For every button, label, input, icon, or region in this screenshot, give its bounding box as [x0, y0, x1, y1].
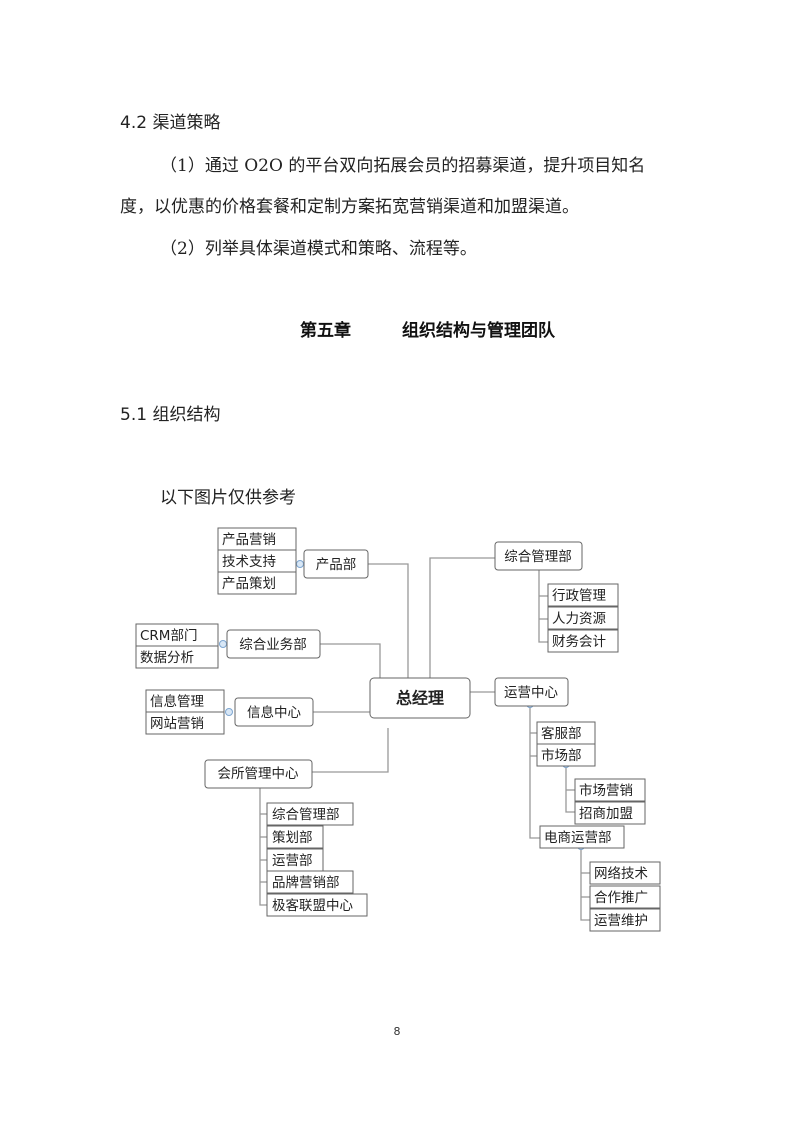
svg-text:产品营销: 产品营销: [222, 532, 276, 548]
svg-text:运营维护: 运营维护: [594, 913, 648, 929]
svg-text:人力资源: 人力资源: [552, 611, 606, 627]
node-ops-maintenance: 运营维护: [589, 908, 661, 932]
svg-text:技术支持: 技术支持: [222, 554, 276, 570]
node-club-admin: 综合管理部: [266, 802, 354, 826]
svg-text:会所管理中心: 会所管理中心: [218, 766, 299, 782]
node-network-tech: 网络技术: [589, 861, 661, 885]
node-market-marketing: 市场营销: [574, 778, 646, 802]
link-root-club: [312, 728, 389, 773]
node-finance: 财务会计: [547, 629, 619, 653]
svg-text:行政管理: 行政管理: [552, 588, 606, 604]
node-ops-center: 运营中心: [494, 677, 569, 707]
svg-text:市场部: 市场部: [541, 747, 582, 764]
svg-text:产品策划: 产品策划: [222, 575, 276, 592]
svg-text:市场营销: 市场营销: [579, 782, 633, 799]
paragraph-2: （2）列举具体渠道模式和策略、流程等。: [160, 239, 477, 259]
section-4-2-heading: 4.2 渠道策略: [120, 113, 221, 133]
chart-caption: 以下图片仅供参考: [160, 488, 296, 508]
node-info-management: 信息管理: [145, 689, 225, 713]
node-ecommerce-dept: 电商运营部: [539, 825, 625, 849]
svg-text:运营中心: 运营中心: [504, 685, 558, 701]
link-ops-children: [529, 704, 540, 839]
node-website-marketing: 网站营销: [145, 711, 225, 735]
node-tech-support: 技术支持: [217, 549, 297, 573]
link-root-business: [320, 643, 381, 680]
svg-text:电商运营部: 电商运营部: [544, 830, 612, 846]
node-product-marketing: 产品营销: [217, 527, 297, 551]
link-root-admin: [429, 557, 495, 680]
svg-text:综合业务部: 综合业务部: [239, 637, 307, 653]
svg-text:极客联盟中心: 极客联盟中心: [272, 897, 353, 914]
svg-text:策划部: 策划部: [272, 829, 313, 846]
svg-text:合作推广: 合作推广: [594, 890, 648, 906]
node-customer-service: 客服部: [536, 721, 596, 745]
svg-text:招商加盟: 招商加盟: [579, 806, 633, 822]
node-club-center: 会所管理中心: [204, 759, 313, 789]
node-product-dept: 产品部: [303, 549, 369, 579]
svg-text:品牌营销部: 品牌营销部: [272, 874, 340, 891]
svg-text:运营部: 运营部: [272, 853, 313, 869]
paragraph-1-line-1: （1）通过 O2O 的平台双向拓展会员的招募渠道，提升项目知名: [160, 156, 646, 176]
connector-info: [225, 708, 233, 716]
node-admin-dept: 综合管理部: [494, 541, 583, 571]
org-chart: 总经理 产品部 产品营销 技术支持 产品策划 综合业务部 CRM部门 数据分析 …: [135, 527, 661, 932]
svg-text:综合管理部: 综合管理部: [504, 549, 572, 565]
chapter-title: 组织结构与管理团队: [402, 321, 555, 341]
svg-text:客服部: 客服部: [541, 725, 582, 742]
node-root: 总经理: [369, 677, 471, 719]
svg-text:网站营销: 网站营销: [150, 716, 204, 732]
node-market-dept: 市场部: [536, 743, 596, 767]
node-club-operations: 运营部: [266, 848, 324, 872]
svg-text:综合管理部: 综合管理部: [272, 807, 340, 823]
svg-text:CRM部门: CRM部门: [140, 628, 197, 644]
node-hr: 人力资源: [547, 606, 619, 630]
svg-text:信息中心: 信息中心: [247, 704, 301, 721]
link-club-children: [259, 780, 267, 906]
link-market-children: [565, 764, 575, 813]
node-info-center: 信息中心: [234, 697, 314, 727]
svg-text:产品部: 产品部: [316, 557, 357, 573]
svg-text:总经理: 总经理: [396, 689, 444, 708]
svg-text:信息管理: 信息管理: [150, 693, 204, 710]
svg-text:网络技术: 网络技术: [594, 866, 648, 882]
node-business-dept: 综合业务部: [226, 629, 321, 659]
node-club-geek-alliance: 极客联盟中心: [266, 893, 368, 917]
node-club-brand-marketing: 品牌营销部: [266, 870, 354, 894]
svg-text:财务会计: 财务会计: [552, 634, 606, 650]
connector-product: [296, 560, 304, 568]
paragraph-1-line-2: 度，以优惠的价格套餐和定制方案拓宽营销渠道和加盟渠道。: [120, 197, 579, 217]
link-ecom-children: [580, 846, 590, 921]
node-crm: CRM部门: [135, 623, 219, 647]
svg-text:数据分析: 数据分析: [140, 650, 194, 666]
node-data-analysis: 数据分析: [135, 645, 219, 669]
node-club-planning: 策划部: [266, 825, 324, 849]
link-root-product: [368, 563, 409, 680]
link-admin-children: [538, 566, 548, 643]
node-franchise: 招商加盟: [574, 801, 646, 825]
section-5-1-heading: 5.1 组织结构: [120, 405, 221, 425]
node-cooperation-promotion: 合作推广: [589, 885, 661, 909]
node-product-planning: 产品策划: [217, 571, 297, 595]
node-admin-management: 行政管理: [547, 583, 619, 607]
connector-business: [219, 640, 227, 648]
chapter-number: 第五章: [300, 321, 351, 341]
page-number: 8: [393, 1025, 401, 1038]
